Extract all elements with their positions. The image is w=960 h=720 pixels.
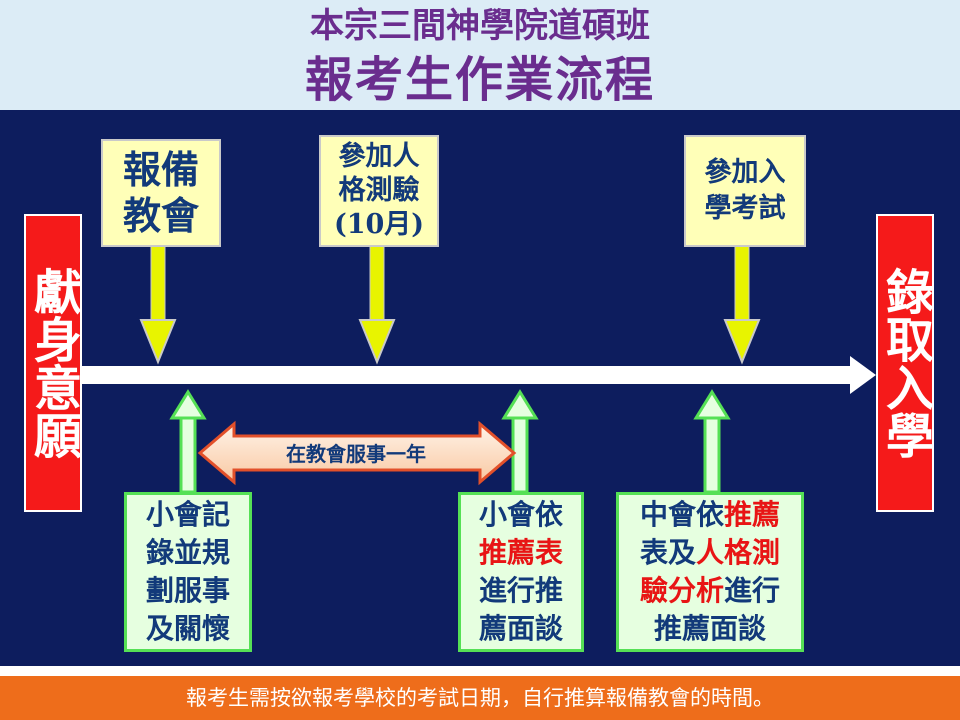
step-line: (10月) — [333, 209, 425, 240]
green-arrow-presbytery-interview — [693, 389, 731, 494]
header-band: 本宗三間神學院道碩班 報考生作業流程 — [0, 0, 960, 110]
step-line: 參加人 — [338, 141, 420, 172]
yellow-arrow-entrance-exam — [723, 245, 761, 365]
step-line: 進行推 — [478, 574, 563, 607]
step-entrance-exam: 參加入 學考試 — [684, 135, 806, 247]
end-box-admission: 錄取入學 — [876, 214, 934, 512]
end-box-label: 錄取入學 — [877, 267, 933, 459]
service-year-label: 在教會服事一年 — [286, 442, 426, 466]
green-arrow-session-interview — [501, 389, 539, 494]
step-line: 及關懷 — [145, 612, 230, 645]
step-line: 推薦表 — [478, 536, 563, 569]
yellow-arrow-personality-test — [358, 245, 396, 365]
step-session-interview: 小會依 推薦表 進行推 薦面談 — [458, 492, 584, 652]
step-line: 驗分析進行 — [639, 574, 781, 607]
step-line: 學考試 — [704, 193, 786, 224]
step-report-church: 報備 教會 — [101, 139, 221, 247]
yellow-arrow-report — [139, 245, 177, 365]
service-year-arrow — [197, 420, 517, 486]
step-personality-test: 參加人 格測驗 (10月) — [319, 135, 439, 247]
step-line: 錄並規 — [145, 536, 230, 569]
step-line: 小會記 — [145, 498, 230, 531]
step-line: 推薦面談 — [653, 612, 766, 645]
step-line: 教會 — [122, 193, 199, 238]
step-line: 格測驗 — [338, 175, 420, 206]
step-line: 報備 — [122, 147, 199, 192]
green-arrow-session-record — [169, 389, 207, 494]
page-subtitle: 本宗三間神學院道碩班 — [310, 6, 650, 46]
start-box-dedication: 獻身意願 — [24, 214, 82, 512]
step-line: 薦面談 — [478, 612, 563, 645]
step-line: 小會依 — [478, 498, 563, 531]
step-presbytery-interview: 中會依推薦 表及人格測 驗分析進行 推薦面談 — [616, 492, 804, 652]
step-line: 中會依推薦 — [639, 498, 781, 531]
step-line: 表及人格測 — [639, 536, 781, 569]
step-session-record: 小會記 錄並規 劃服事 及關懷 — [124, 492, 252, 652]
start-box-label: 獻身意願 — [25, 267, 81, 459]
footer-note: 報考生需按欲報考學校的考試日期，自行推算報備教會的時間。 — [0, 676, 960, 720]
page-title: 報考生作業流程 — [304, 52, 655, 108]
step-line: 劃服事 — [145, 574, 230, 607]
timeline-arrow — [82, 356, 876, 394]
step-line: 參加入 — [704, 157, 786, 188]
